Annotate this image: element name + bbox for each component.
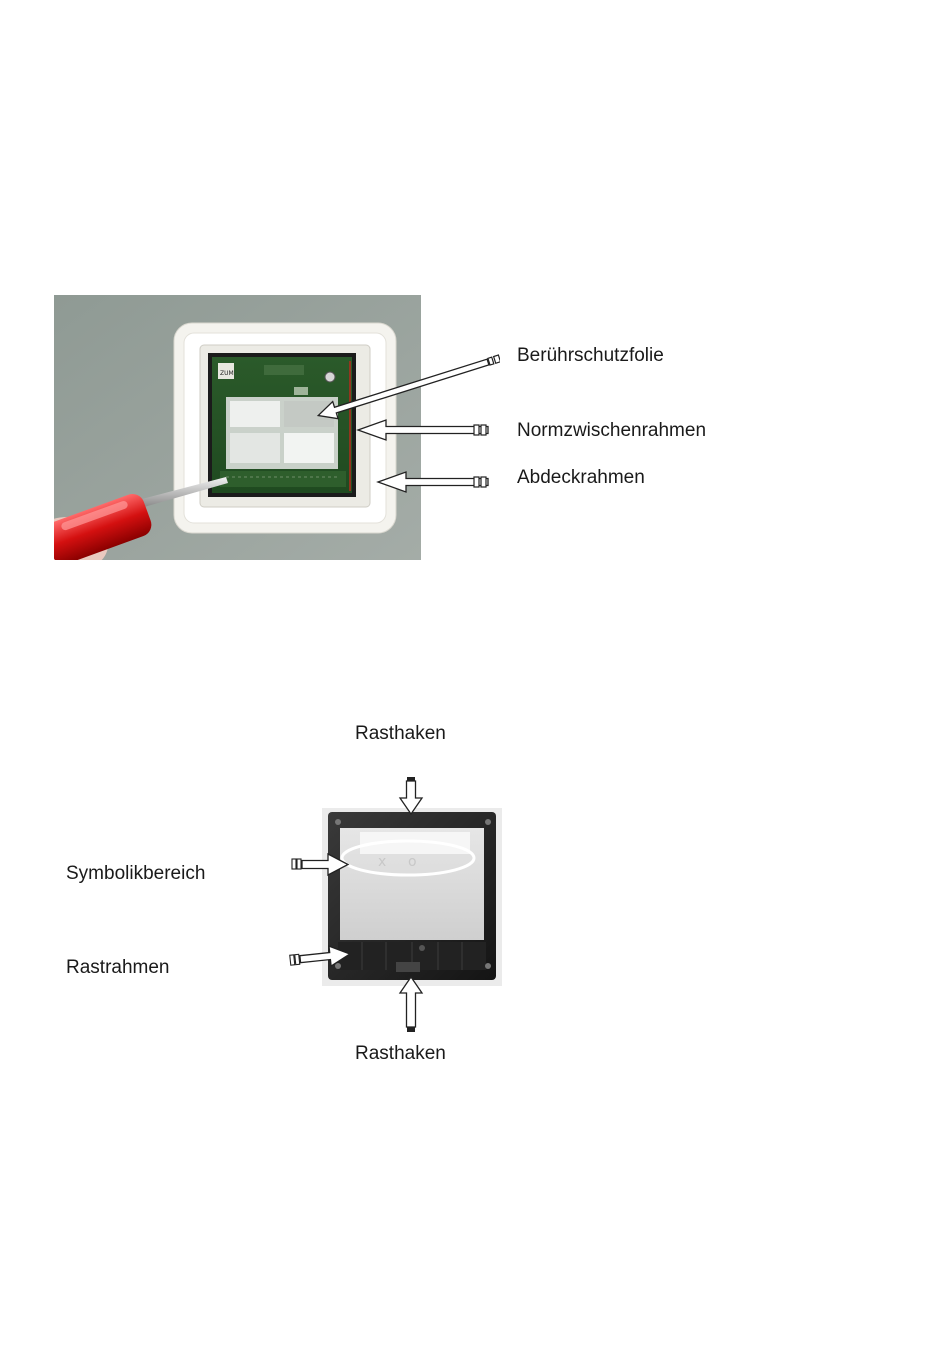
label-beruehrschutzfolie: Berührschutzfolie <box>517 346 664 365</box>
arrow-up-icon <box>396 975 426 1035</box>
arrow-down-icon <box>396 776 426 816</box>
arrow-icon <box>354 417 494 443</box>
arrow-right-icon <box>288 943 354 969</box>
label-abdeckrahmen: Abdeckrahmen <box>517 468 645 487</box>
label-rasthaken-bottom: Rasthaken <box>355 1044 446 1063</box>
label-normzwischenrahmen: Normzwischenrahmen <box>517 421 706 440</box>
arrow-right-icon <box>290 852 352 878</box>
label-symbolikbereich: Symbolikbereich <box>66 864 205 883</box>
arrow-icon <box>374 469 494 495</box>
device-marking: ZUM <box>220 370 234 377</box>
label-rastrahmen: Rastrahmen <box>66 958 170 977</box>
arrow-icon <box>300 340 500 420</box>
symbol-x: x <box>378 854 386 870</box>
label-rasthaken-top: Rasthaken <box>355 724 446 743</box>
symbol-o: o <box>408 854 417 870</box>
